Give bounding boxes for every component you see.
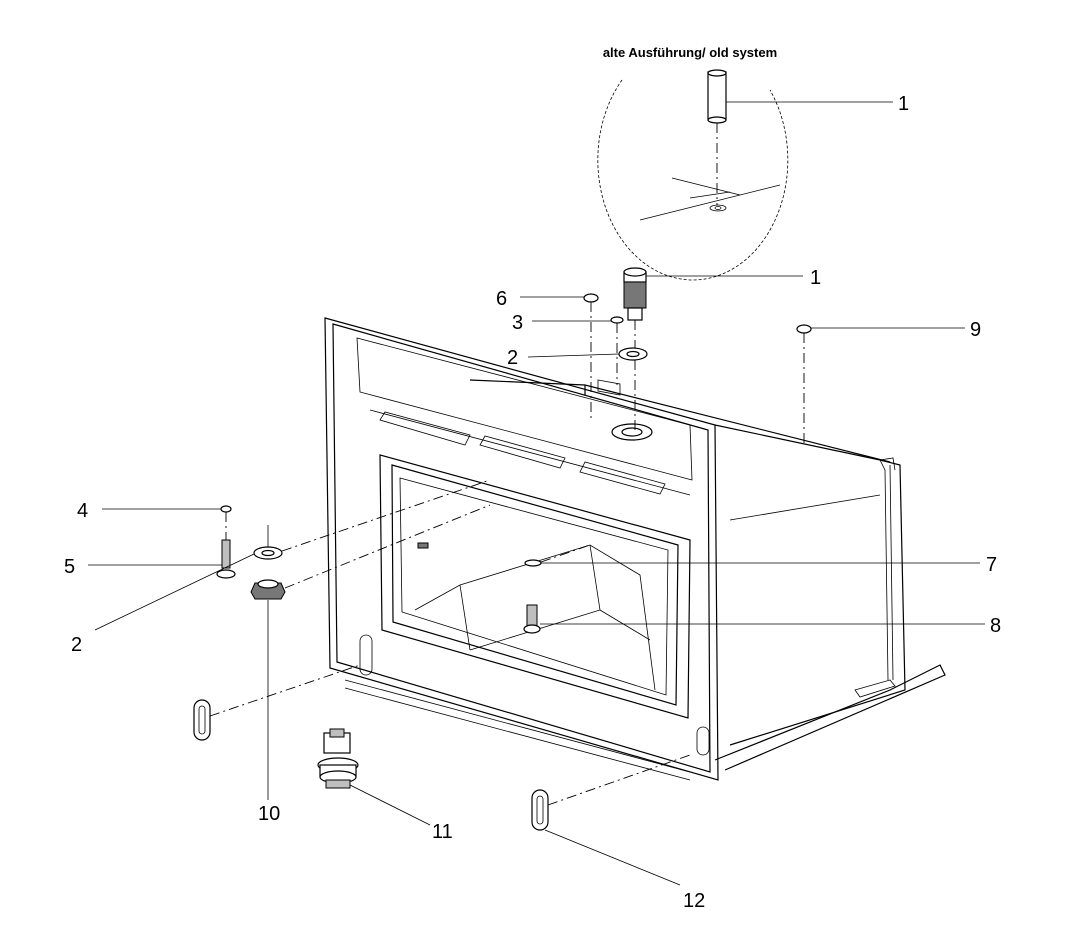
oven-housing: [324, 317, 946, 781]
callout-6: 6: [496, 288, 507, 310]
callout-1-inset: 1: [898, 93, 909, 115]
inset-caption: alte Ausführung/ old system: [603, 45, 777, 60]
part-1-connector: [623, 267, 647, 432]
callout-2-top: 2: [507, 347, 518, 369]
callout-1-top: 1: [810, 267, 821, 289]
part-10-nut: [250, 579, 286, 800]
part-11-lamp-socket: [317, 728, 359, 789]
part-2-washer-left: [253, 525, 283, 560]
old-pin-part: [707, 71, 727, 121]
cavity-screw-icon: [417, 542, 429, 549]
callout-9: 9: [970, 319, 981, 341]
part-9-nut: [796, 324, 812, 445]
part-4-5-screw: [216, 505, 236, 579]
part-12-foot-left: [193, 664, 361, 741]
part-8-pin: [523, 604, 541, 634]
part-2-washer-top: [618, 347, 648, 361]
callout-8: 8: [990, 615, 1001, 637]
callout-7: 7: [986, 554, 997, 576]
inset-circle: [597, 79, 789, 281]
callout-10: 10: [258, 803, 280, 825]
callout-5: 5: [64, 556, 75, 578]
part-6-nut: [583, 293, 599, 420]
callout-3: 3: [512, 312, 523, 334]
callout-2-left: 2: [71, 634, 82, 656]
part-12-foot-right: [531, 754, 691, 831]
callout-4: 4: [77, 500, 88, 522]
old-system-inset: alte Ausführung/ old system 1: [597, 45, 909, 281]
leader-lines: [88, 275, 985, 886]
part-7-clip: [524, 544, 591, 567]
callout-11: 11: [432, 821, 453, 843]
part-3-nut: [610, 316, 624, 385]
callout-12: 12: [683, 890, 705, 912]
